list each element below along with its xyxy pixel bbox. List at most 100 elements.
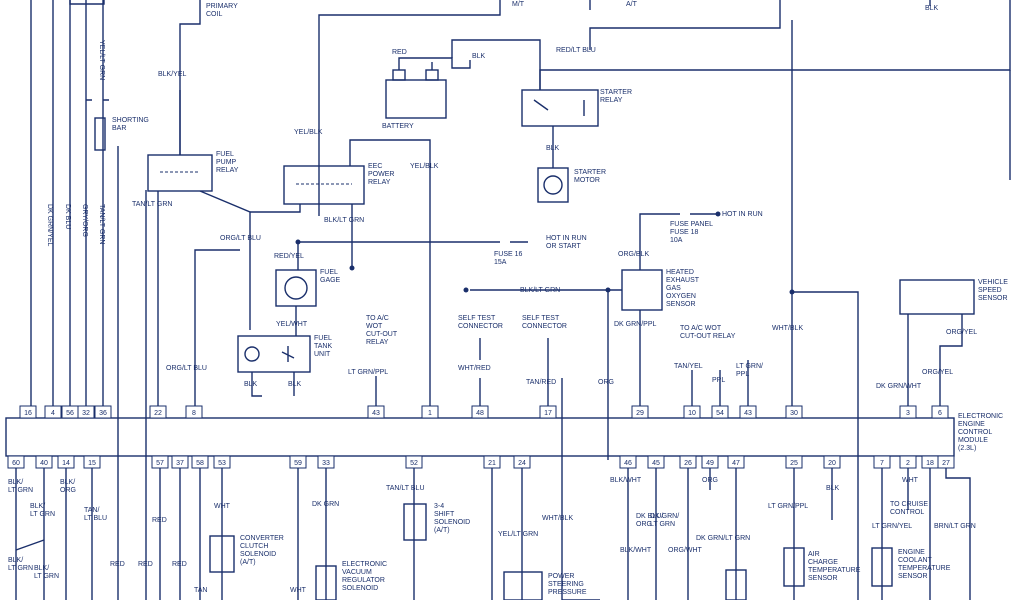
lbl-blk-lt-grn-b4: BLK/LT GRN	[34, 565, 59, 580]
lbl-yel-lt-grn-b: YEL/LT GRN	[498, 531, 538, 538]
lbl-dk-grn-lt-grn-b2: DK GRN/LT GRN	[696, 535, 750, 542]
lbl-dk-blu-b: DK BLU/ORG	[636, 513, 663, 528]
lbl-blk-b: BLK	[826, 485, 840, 492]
lbl-wht-b2: WHT	[290, 587, 307, 594]
lbl-tan-yel: TAN/YEL	[674, 363, 703, 370]
bottom-pin-label: 58	[196, 460, 204, 467]
lbl-red-b4: RED	[172, 561, 187, 568]
lbl-blk-org: BLK/ORG	[60, 479, 76, 494]
fuel-tank-motor	[244, 346, 260, 362]
lbl-dk-grn-ppl: DK GRN/PPL	[614, 321, 657, 328]
lbl-yel-blk-2: YEL/BLK	[410, 163, 439, 170]
lbl-blk-wht-b2: BLK/WHT	[620, 547, 652, 554]
lbl-battery: BATTERY	[382, 123, 414, 130]
bottom-pin-label: 18	[926, 460, 934, 467]
wire-b-40-link	[15, 539, 45, 551]
lbl-org-b: ORG	[702, 477, 718, 484]
lbl-lt-grn-ppl: LT GRN/PPL	[348, 369, 388, 376]
starter-relay-box	[521, 89, 599, 127]
top-pin-label: 22	[154, 410, 162, 417]
wire-b-27	[945, 468, 971, 600]
lbl-yel-lt-grn: YEL/LT GRN	[98, 40, 105, 80]
lbl-lt-grn-ppl-2: LT GRN/PPL	[736, 363, 763, 378]
lbl-blk-wht-b: BLK/WHT	[610, 477, 642, 484]
lbl-yel-wht: YEL/WHT	[276, 321, 308, 328]
lbl-ppl: PPL	[712, 377, 725, 384]
wire-b-wht-blk	[561, 378, 600, 600]
converter-clutch-box	[209, 535, 235, 573]
lbl-red: RED	[392, 49, 407, 56]
lbl-dk-grn-b: DK GRN	[312, 501, 339, 508]
top-pin-label: 1	[428, 410, 432, 417]
top-pin-label: 56	[66, 410, 74, 417]
battery-box	[385, 79, 447, 119]
lbl-yel-blk: YEL/BLK	[294, 129, 323, 136]
bottom-pin-label: 47	[732, 460, 740, 467]
bottom-pin-label: 2	[906, 460, 910, 467]
fuel-pump-relay-box	[147, 154, 213, 192]
lbl-wht-b: WHT	[214, 503, 231, 510]
lbl-dk-blu: DK BLU	[64, 204, 71, 229]
wire-primary	[179, 0, 201, 155]
lbl-dk-grn-yel: DK GRN/YEL	[46, 204, 53, 247]
wire-yel-blk-to-pump	[250, 204, 301, 213]
bottom-pin-label: 40	[40, 460, 48, 467]
lbl-dk-grn-lt-grn-b: DK GRN/LT GRN	[650, 513, 679, 528]
battery-term-2	[425, 69, 439, 81]
lbl-red-yel: RED/YEL	[274, 253, 304, 260]
starter-motor-box	[537, 167, 569, 203]
top-pin-label: 17	[544, 410, 552, 417]
starter-motor-symbol	[543, 175, 563, 195]
coolant-sensor-box	[871, 547, 893, 587]
top-pin-label: 30	[790, 410, 798, 417]
lbl-dk-grn-wht: DK GRN/WHT	[876, 383, 922, 390]
lbl-blk-lt-grn-b2: BLK/LT GRN	[30, 503, 55, 518]
lbl-tan-lt-blu: TAN/LT BLU	[84, 507, 107, 522]
air-charge-box	[783, 547, 805, 587]
top-pin-label: 32	[82, 410, 90, 417]
lbl-blk-batt: BLK	[472, 53, 486, 60]
wire-at-right	[589, 0, 781, 50]
fuse18-dot	[715, 211, 721, 217]
wire-batt-red	[398, 57, 471, 70]
top-pin-label: 36	[99, 410, 107, 417]
evr-box	[315, 565, 337, 600]
wire-yel-blk-eec	[349, 139, 431, 406]
fuel-gage-box	[275, 269, 317, 307]
lbl-blk-fuel-r: BLK	[288, 381, 302, 388]
bottom-pin-label: 27	[942, 460, 950, 467]
lbl-hot-in-run-top: HOT IN RUN	[722, 211, 763, 218]
bottom-pin-label: 52	[410, 460, 418, 467]
wire-fuel-pump-relay-out	[199, 190, 251, 330]
bottom-pin-label: 7	[880, 460, 884, 467]
power-steering-box	[503, 571, 543, 600]
lbl-red-b1: RED	[110, 561, 125, 568]
bottom-pin-label: 25	[790, 460, 798, 467]
blk-lt-grn-dot	[463, 287, 469, 293]
wire-vss-org-yel	[939, 314, 963, 406]
wire-mt	[318, 0, 501, 216]
eec-power-relay-box	[283, 165, 365, 205]
wire-right-loop	[539, 0, 1011, 90]
top-pin-label: 3	[906, 410, 910, 417]
eec-ground-dot	[349, 265, 355, 271]
bottom-pin-label: 59	[294, 460, 302, 467]
lbl-gry-org: GRY/ORG	[81, 204, 88, 237]
